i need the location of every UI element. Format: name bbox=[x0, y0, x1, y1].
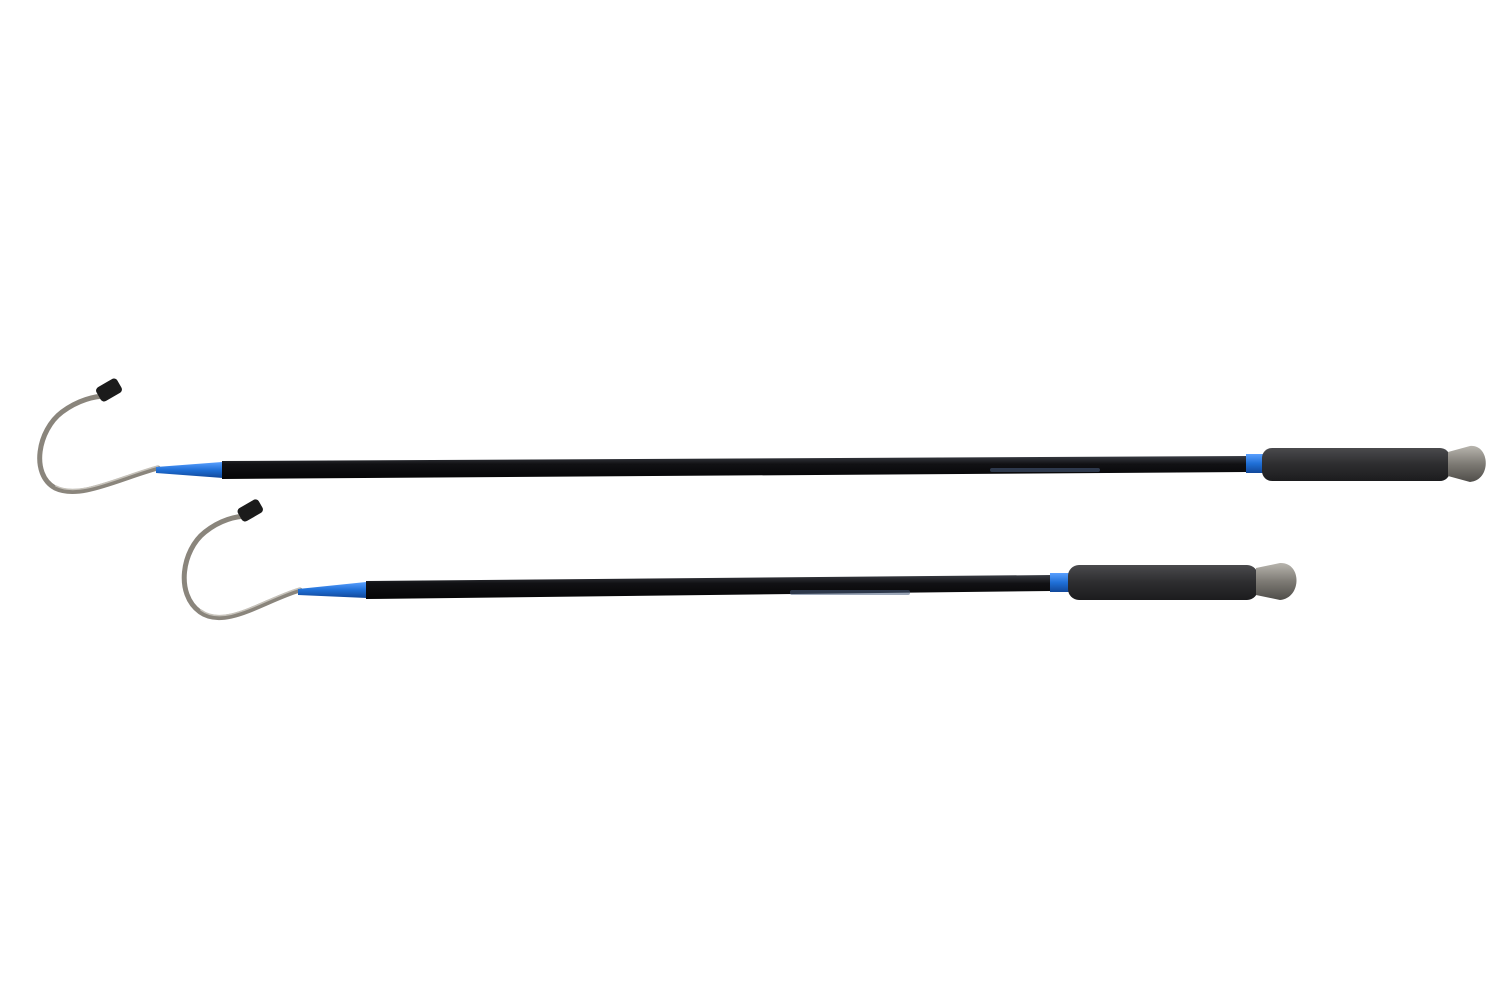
short-gaff-ferrule bbox=[298, 582, 367, 598]
short-gaff-band bbox=[1050, 573, 1070, 592]
short-gaff-shaft bbox=[366, 575, 1052, 599]
long-gaff bbox=[37, 378, 1486, 494]
short-gaff-logo bbox=[790, 590, 910, 595]
short-gaff-hook bbox=[181, 513, 303, 620]
long-gaff-shaft bbox=[222, 456, 1248, 479]
long-gaff-hook-cap bbox=[96, 378, 122, 402]
long-gaff-hook bbox=[37, 393, 161, 494]
long-gaff-band bbox=[1246, 454, 1264, 473]
short-gaff bbox=[181, 499, 1297, 620]
long-gaff-logo bbox=[990, 468, 1100, 472]
long-gaff-ferrule bbox=[156, 462, 223, 478]
short-gaff-grip bbox=[1068, 565, 1258, 600]
short-gaff-butt-cap bbox=[1256, 562, 1297, 600]
short-gaff-hook-cap bbox=[237, 499, 263, 522]
long-gaff-grip bbox=[1262, 448, 1450, 481]
long-gaff-butt-cap bbox=[1448, 445, 1486, 482]
